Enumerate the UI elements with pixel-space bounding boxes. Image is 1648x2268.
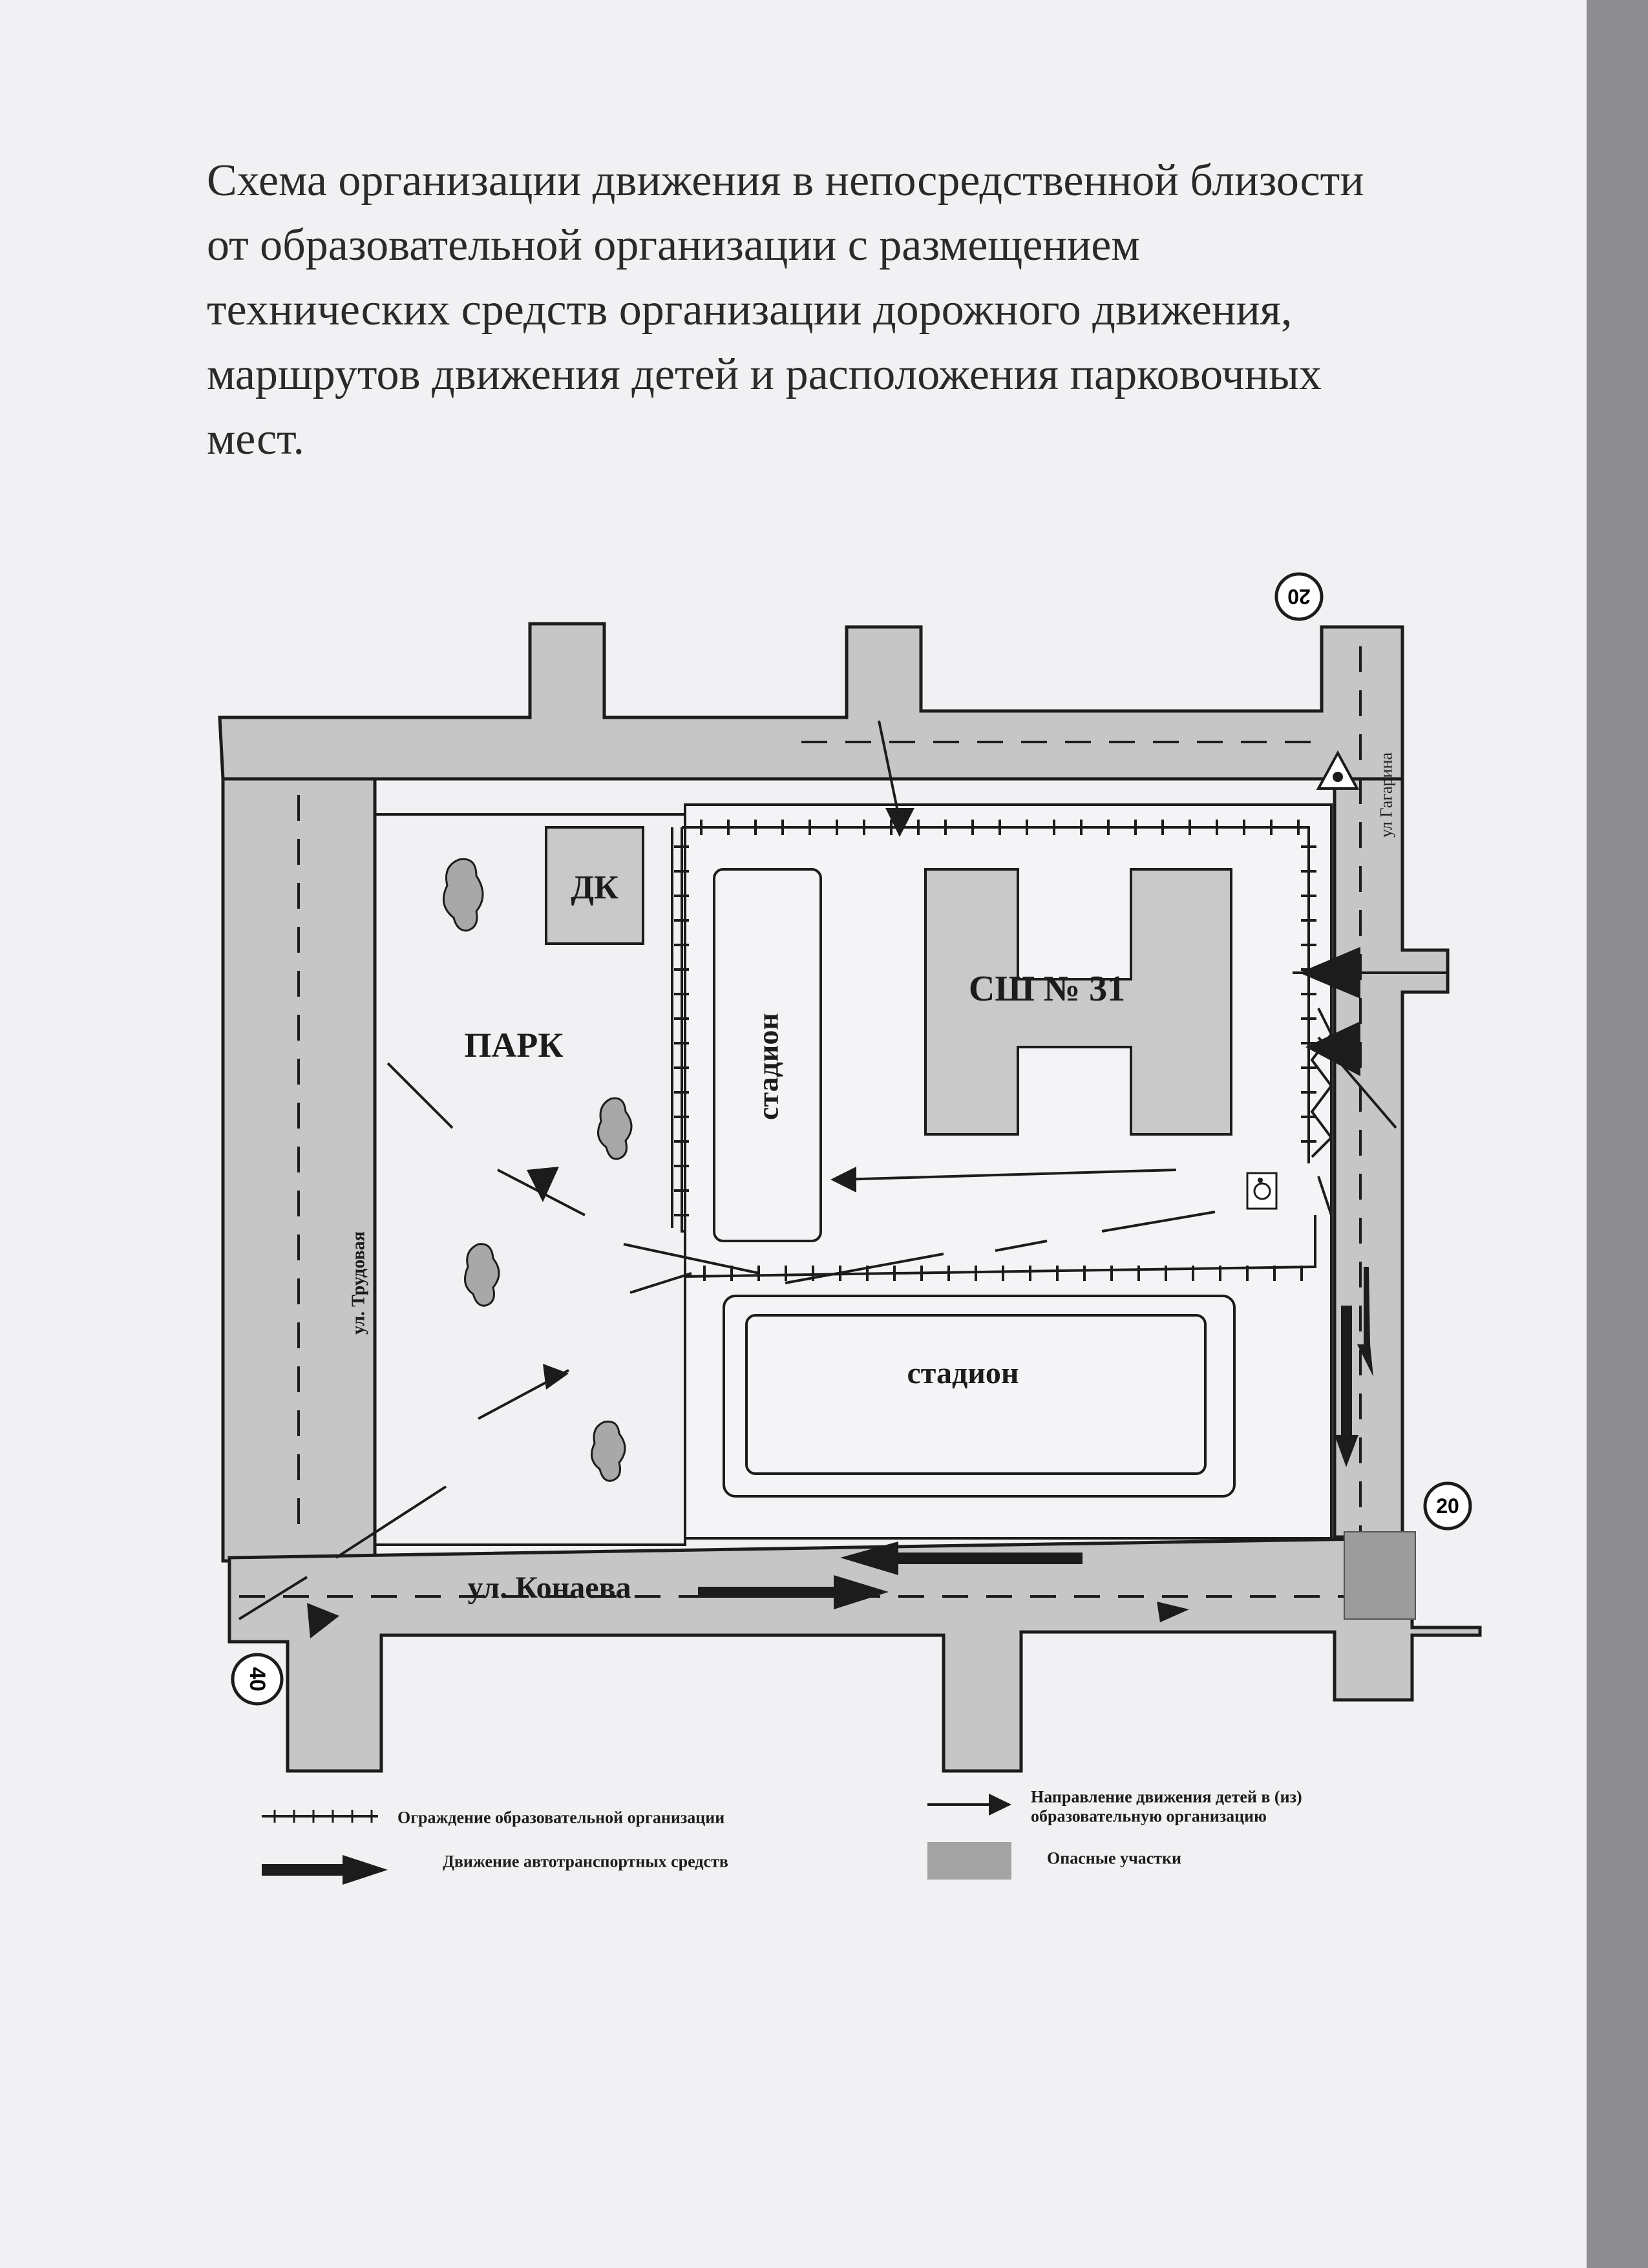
tree-icon: [591, 1420, 626, 1482]
stadium-small-label: стадион: [752, 1013, 785, 1120]
dk-building: [545, 826, 644, 945]
title-line-1: Схема организации движения в непосредств…: [207, 156, 1364, 206]
road-gagarina: [1322, 777, 1450, 1539]
vehicle-arrow: [840, 1542, 1083, 1575]
route-arrowhead: [527, 1167, 559, 1202]
legend-children-text-2: образовательную организацию: [1031, 1807, 1267, 1826]
legend-vehicles-text: Движение автотранспортных средств: [443, 1852, 728, 1871]
legend-vehicle-symbol: [262, 1855, 388, 1885]
stadium-big-label: стадион: [907, 1356, 1019, 1390]
route-line: [995, 1240, 1048, 1252]
dk-label: ДК: [571, 869, 618, 906]
street-trudovaya-label: ул. Трудовая: [349, 1231, 369, 1335]
speed-sign-right-label: 20: [1436, 1494, 1459, 1518]
danger-zone: [1344, 1531, 1416, 1620]
tree-icon: [442, 858, 484, 932]
legend-fence-text: Ограждение образовательной организации: [397, 1808, 724, 1827]
legend-danger-text: Опасные участки: [1047, 1849, 1181, 1868]
route-arrowhead: [1305, 1021, 1360, 1076]
route-arrowhead: [543, 1364, 569, 1390]
speed-sign-right: 20: [1423, 1481, 1472, 1531]
legend-children-arrowhead: [989, 1794, 1011, 1816]
fence-line: [681, 827, 685, 1233]
road-top: [218, 622, 1404, 781]
tree-icon: [464, 1243, 500, 1307]
vehicle-arrow: [1357, 1267, 1373, 1377]
route-line: [335, 1485, 447, 1559]
road-konaeva: [227, 1536, 1482, 1773]
stadium-small: [713, 868, 822, 1242]
legend-danger-symbol: [927, 1842, 1011, 1880]
route-line: [878, 720, 900, 815]
vehicle-arrow: [698, 1575, 889, 1609]
title-line-2: от образовательной организации с размеще…: [207, 220, 1140, 270]
park-label: ПАРК: [464, 1026, 563, 1065]
crossing-arrow: [1157, 1602, 1189, 1622]
route-arrowhead: [1299, 947, 1360, 999]
zigzag-marking: [1310, 1008, 1333, 1158]
route-line: [1101, 1211, 1216, 1233]
route-line: [623, 1243, 760, 1275]
children-warning-sign-icon: [1316, 750, 1360, 790]
scan-edge: [1587, 0, 1648, 2268]
title-line-4: маршрутов движения детей и расположения …: [207, 350, 1322, 399]
title-line-5: мест.: [207, 414, 305, 464]
trees: [442, 858, 633, 1482]
route-line: [238, 1576, 308, 1620]
children-routes: [238, 720, 1448, 1620]
school-building: [924, 868, 1232, 1136]
street-konaeva-label: ул. Конаева: [467, 1571, 631, 1605]
route-line: [629, 1272, 692, 1294]
school-label: СШ № 31: [969, 969, 1125, 1009]
route-line: [1317, 1176, 1333, 1216]
tree-icon: [597, 1097, 633, 1160]
legend: Ограждение образовательной организации Д…: [262, 1788, 1302, 1885]
route-arrowhead: [885, 808, 914, 837]
route-line: [785, 1253, 944, 1284]
route-line: [840, 1169, 1177, 1181]
speed-sign-bottom-left-label: 40: [245, 1667, 269, 1691]
title-line-3: технических средств организации дорожног…: [207, 285, 1293, 335]
vehicle-arrows: [698, 1267, 1373, 1609]
document-title: Схема организации движения в непосредств…: [207, 149, 1474, 472]
disabled-parking-icon: [1246, 1172, 1278, 1210]
speed-sign-top-right-label: 20: [1287, 585, 1311, 608]
route-arrowhead: [307, 1603, 339, 1638]
route-arrowhead: [830, 1167, 856, 1192]
legend-children-text-1: Направление движения детей в (из): [1031, 1788, 1302, 1807]
children-arrowheads: [307, 808, 1360, 1638]
stadium-big-inner: [745, 1314, 1207, 1475]
street-gagarina-label: ул Гагарина: [1377, 752, 1396, 838]
stadium-big-outer: [723, 1295, 1236, 1498]
vehicle-arrow: [1335, 1306, 1358, 1467]
speed-sign-top-right: 20: [1274, 572, 1324, 621]
speed-sign-bottom-left: 40: [231, 1653, 284, 1706]
route-line: [386, 1062, 454, 1129]
